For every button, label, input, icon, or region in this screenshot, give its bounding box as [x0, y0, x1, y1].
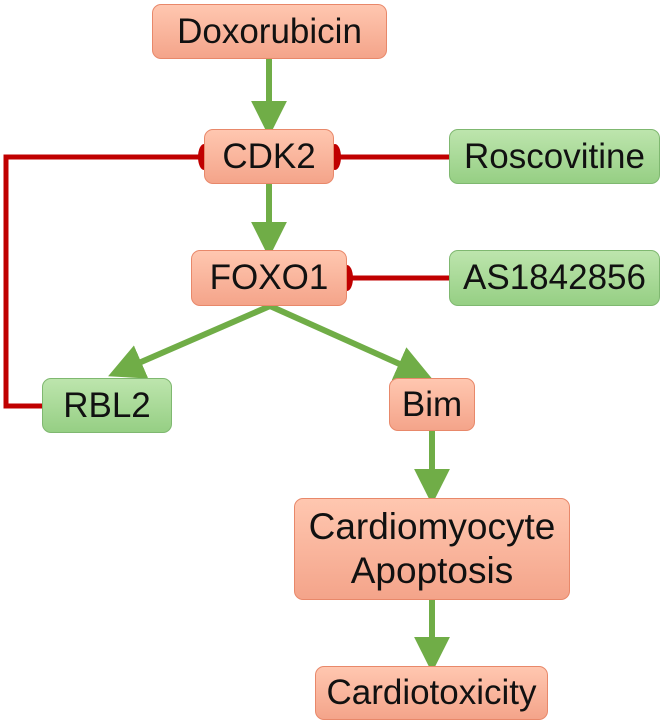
node-foxo1-label: FOXO1: [209, 258, 329, 297]
node-rbl2: RBL2: [42, 378, 172, 433]
node-cardiomyocyte-apoptosis-label: Cardiomyocyte Apoptosis: [308, 505, 556, 591]
arrow-foxo1-to-bim: [268, 303, 432, 381]
arrow-foxo1-to-rbl2: [108, 303, 272, 379]
node-roscovitine: Roscovitine: [449, 129, 660, 184]
node-cardiomyocyte-apoptosis: Cardiomyocyte Apoptosis: [294, 498, 570, 600]
node-foxo1: FOXO1: [191, 250, 347, 306]
node-doxorubicin: Doxorubicin: [152, 4, 387, 59]
node-bim-label: Bim: [401, 384, 463, 424]
inhibit-rbl2-to-cdk2: [3, 154, 204, 409]
node-rbl2-label: RBL2: [63, 385, 151, 425]
node-bim: Bim: [389, 378, 475, 431]
node-cdk2-label: CDK2: [222, 136, 316, 176]
node-cardiotoxicity-label: Cardiotoxicity: [326, 673, 537, 712]
node-roscovitine-label: Roscovitine: [464, 136, 645, 176]
node-cdk2: CDK2: [204, 129, 334, 184]
node-as1842856-label: AS1842856: [463, 258, 646, 297]
node-doxorubicin-label: Doxorubicin: [177, 11, 362, 51]
node-cardiotoxicity: Cardiotoxicity: [315, 666, 548, 720]
node-as1842856: AS1842856: [449, 250, 660, 306]
